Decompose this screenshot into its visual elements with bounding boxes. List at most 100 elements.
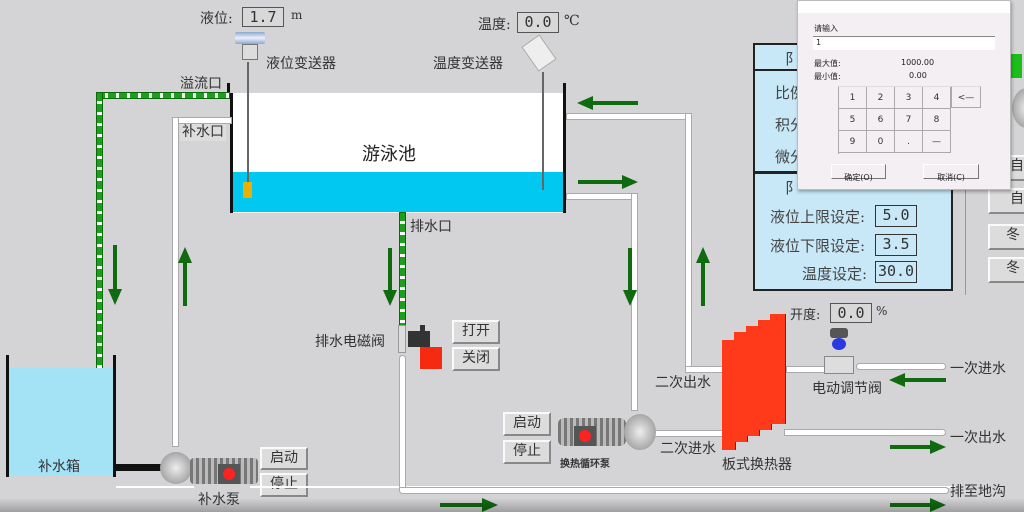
primary-in-pipe: [786, 366, 828, 373]
key-8[interactable]: 8: [923, 109, 951, 131]
makeup-pipe: [172, 117, 179, 447]
makeup-suction-pipe: [116, 464, 162, 471]
drain-valve-name: 排水电磁阀: [315, 334, 385, 350]
level-label: 液位:: [200, 11, 233, 27]
primary-in-label: 一次进水: [950, 361, 1006, 377]
drain-pipe-white: [399, 355, 406, 493]
dialog-cancel-button[interactable]: 取消(C): [923, 164, 979, 182]
level-value[interactable]: 1.7: [242, 7, 284, 27]
drain-to-label: 排至地沟: [950, 484, 1006, 500]
numeric-input-dialog: 请输入 1 最大值: 1000.00 最小值: 0.00 1 2 3 4 5 6…: [797, 0, 1011, 190]
level-unit: m: [291, 8, 303, 22]
heat-exchanger-name: 板式换热器: [722, 457, 792, 473]
key-3[interactable]: 3: [895, 87, 923, 109]
makeup-pipe: [172, 117, 232, 124]
pool-water: [233, 172, 563, 212]
valve-opening-label: 开度:: [790, 308, 821, 323]
pid-panel-title: 阝: [785, 50, 801, 68]
heat-exchanger-icon: [722, 312, 792, 452]
circ-pump-icon: [558, 408, 658, 456]
temperature-value[interactable]: 0.0: [517, 12, 559, 33]
overflow-pipe: [96, 92, 230, 99]
keypad: 1 2 3 4 5 6 7 8 9 0 . —: [838, 86, 953, 154]
secondary-in-label: 二次进水: [660, 441, 716, 457]
setpoint-value[interactable]: 30.0: [875, 261, 917, 283]
makeup-tank: [6, 355, 116, 477]
dialog-max-value: 1000.00: [901, 58, 935, 67]
makeup-inlet-label: 补水口: [180, 121, 226, 141]
dialog-min-label: 最小值:: [814, 72, 841, 81]
key-6[interactable]: 6: [867, 109, 895, 131]
pool-wall: [563, 83, 566, 95]
setpoint-panel-title: 阝: [785, 179, 801, 197]
makeup-pump-stop-button[interactable]: 停止: [260, 473, 308, 497]
primary-out-label: 一次出水: [950, 430, 1006, 446]
level-transmitter-body: [242, 44, 258, 60]
dialog-input[interactable]: 1: [813, 36, 995, 50]
key-7[interactable]: 7: [895, 109, 923, 131]
right-button[interactable]: 冬: [988, 257, 1024, 283]
right-button[interactable]: 自: [988, 188, 1024, 214]
makeup-pump-icon: [160, 446, 260, 488]
gauge-icon: [1012, 88, 1024, 128]
level-transmitter-label: 液位变送器: [266, 56, 336, 72]
secondary-out-pipe: [685, 113, 692, 373]
level-probe: [247, 62, 249, 182]
temperature-label: 温度:: [478, 17, 511, 33]
drain-outlet-label: 排水口: [410, 219, 452, 235]
valve-opening-value[interactable]: 0.0: [830, 303, 872, 323]
dialog-cancel-label: 取消(C): [937, 173, 965, 182]
key-minus[interactable]: —: [923, 131, 951, 153]
dialog-min-value: 0.00: [909, 71, 927, 80]
pool-wall: [227, 83, 230, 95]
dialog-input-value: 1: [816, 38, 822, 47]
makeup-tank-name: 补水箱: [38, 459, 80, 475]
primary-out-pipe: [784, 429, 946, 436]
key-5[interactable]: 5: [839, 109, 867, 131]
control-valve-icon: [824, 328, 854, 376]
makeup-pump-start-button[interactable]: 启动: [260, 447, 308, 470]
secondary-out-pipe: [566, 113, 692, 120]
circ-pump-stop-button[interactable]: 停止: [503, 440, 551, 464]
overflow-label: 溢流口: [180, 76, 222, 92]
temperature-transmitter-icon: [521, 34, 557, 72]
primary-in-pipe: [856, 363, 946, 370]
control-valve-name: 电动调节阀: [812, 381, 882, 397]
level-transmitter-icon: [235, 32, 265, 44]
temperature-transmitter-label: 温度变送器: [433, 56, 503, 72]
key-1[interactable]: 1: [839, 87, 867, 109]
setpoint-value[interactable]: 5.0: [875, 205, 917, 227]
drain-pipe: [399, 212, 406, 330]
dialog-prompt: 请输入: [814, 24, 838, 33]
key-4[interactable]: 4: [923, 87, 951, 109]
makeup-pump-name: 补水泵: [198, 492, 240, 508]
drain-valve-open-button[interactable]: 打开: [452, 320, 500, 344]
backspace-key[interactable]: <—: [951, 86, 981, 108]
key-0[interactable]: 0: [867, 131, 895, 153]
setpoint-label: 液位上限设定:: [770, 208, 866, 226]
drain-valve-close-button[interactable]: 关闭: [452, 347, 500, 371]
bottom-line: [116, 486, 194, 488]
secondary-in-pipe: [652, 430, 726, 437]
circ-pump-start-button[interactable]: 启动: [503, 412, 551, 436]
pool-name: 游泳池: [362, 144, 416, 165]
setpoint-panel: [753, 199, 953, 291]
secondary-out-label: 二次出水: [655, 375, 711, 391]
dialog-ok-label: 确定(O): [844, 173, 873, 182]
dialog-max-label: 最大值:: [814, 59, 841, 68]
temperature-unit: ℃: [564, 13, 580, 29]
makeup-tank-water: [9, 368, 113, 476]
setpoint-label: 液位下限设定:: [770, 237, 866, 255]
valve-opening-unit: %: [876, 304, 888, 318]
right-button[interactable]: 冬: [988, 224, 1024, 250]
key-decimal[interactable]: .: [895, 131, 923, 153]
key-2[interactable]: 2: [867, 87, 895, 109]
return-pipe: [566, 193, 638, 200]
bottom-bar: [0, 498, 1024, 512]
setpoint-label: 温度设定:: [802, 265, 868, 283]
status-indicator: [1010, 54, 1022, 78]
key-9[interactable]: 9: [839, 131, 867, 153]
circ-pump-name: 换热循环泵: [560, 459, 610, 470]
setpoint-value[interactable]: 3.5: [875, 234, 917, 256]
dialog-ok-button[interactable]: 确定(O): [831, 164, 886, 182]
